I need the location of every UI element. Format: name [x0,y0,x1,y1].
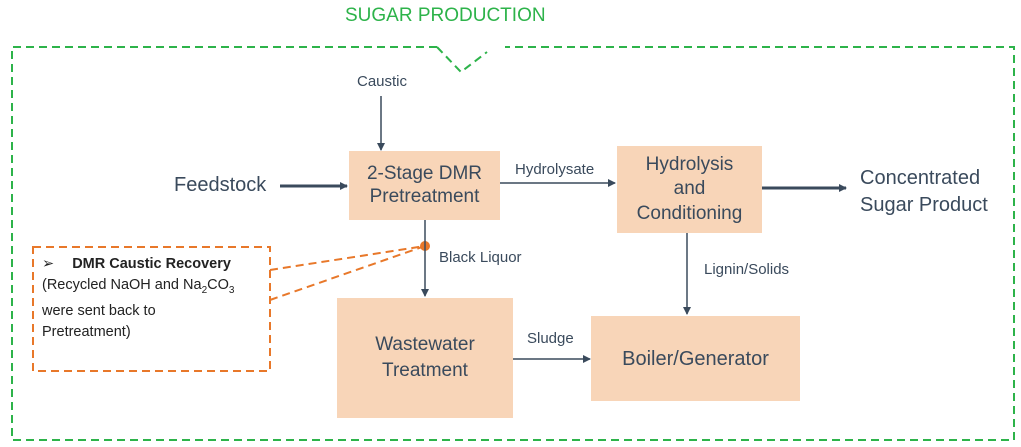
callout-leader-top [269,245,426,271]
note-heading: DMR Caustic Recovery [72,256,231,272]
hydrolysis-line-3: Conditioning [636,202,743,224]
feedstock-label: Feedstock [174,174,267,196]
note-line-2: were sent back to [42,302,156,319]
callout-leader-bottom [269,245,426,301]
note-line-1: (Recycled NaOH and Na2CO3 [42,277,235,296]
frame-notch-chevron [436,46,488,74]
hydrolysis-box: Hydrolysis and Conditioning [617,146,762,233]
note-line-3: Pretreatment) [42,323,131,340]
product-label: Concentrated Sugar Product [860,165,988,219]
caustic-recovery-note: ➢ DMR Caustic Recovery (Recycled NaOH an… [42,254,272,343]
co3-subscript: 3 [228,284,235,296]
hydrolysate-label: Hydrolysate [515,161,595,178]
sludge-label: Sludge [527,330,574,347]
wastewater-line-1: Wastewater [375,334,475,356]
caustic-label: Caustic [357,73,408,90]
black-liquor-label: Black Liquor [439,249,522,266]
arrow-bullet-icon: ➢ [42,256,55,272]
note-heading-row: ➢ DMR Caustic Recovery [42,254,272,275]
na2-subscript: 2 [201,284,208,296]
diagram-title: SUGAR PRODUCTION [345,5,546,26]
wastewater-box: Wastewater Treatment [337,298,513,418]
pretreatment-line-2: Pretreatment [369,185,480,207]
sugar-production-frame [11,46,1015,441]
wastewater-line-2: Treatment [382,360,468,381]
pretreatment-line-1: 2-Stage DMR [366,162,483,184]
boiler-label: Boiler/Generator [622,347,769,370]
product-line-2: Sugar Product [860,194,988,216]
hydrolysis-line-1: Hydrolysis [645,154,734,176]
boiler-box: Boiler/Generator [591,316,800,401]
lignin-solids-label: Lignin/Solids [704,261,790,278]
product-line-1: Concentrated [860,167,981,189]
pretreatment-box: 2-Stage DMR Pretreatment [349,151,500,220]
hydrolysis-line-2: and [673,178,706,200]
caustic-recovery-callout-box [32,246,271,372]
